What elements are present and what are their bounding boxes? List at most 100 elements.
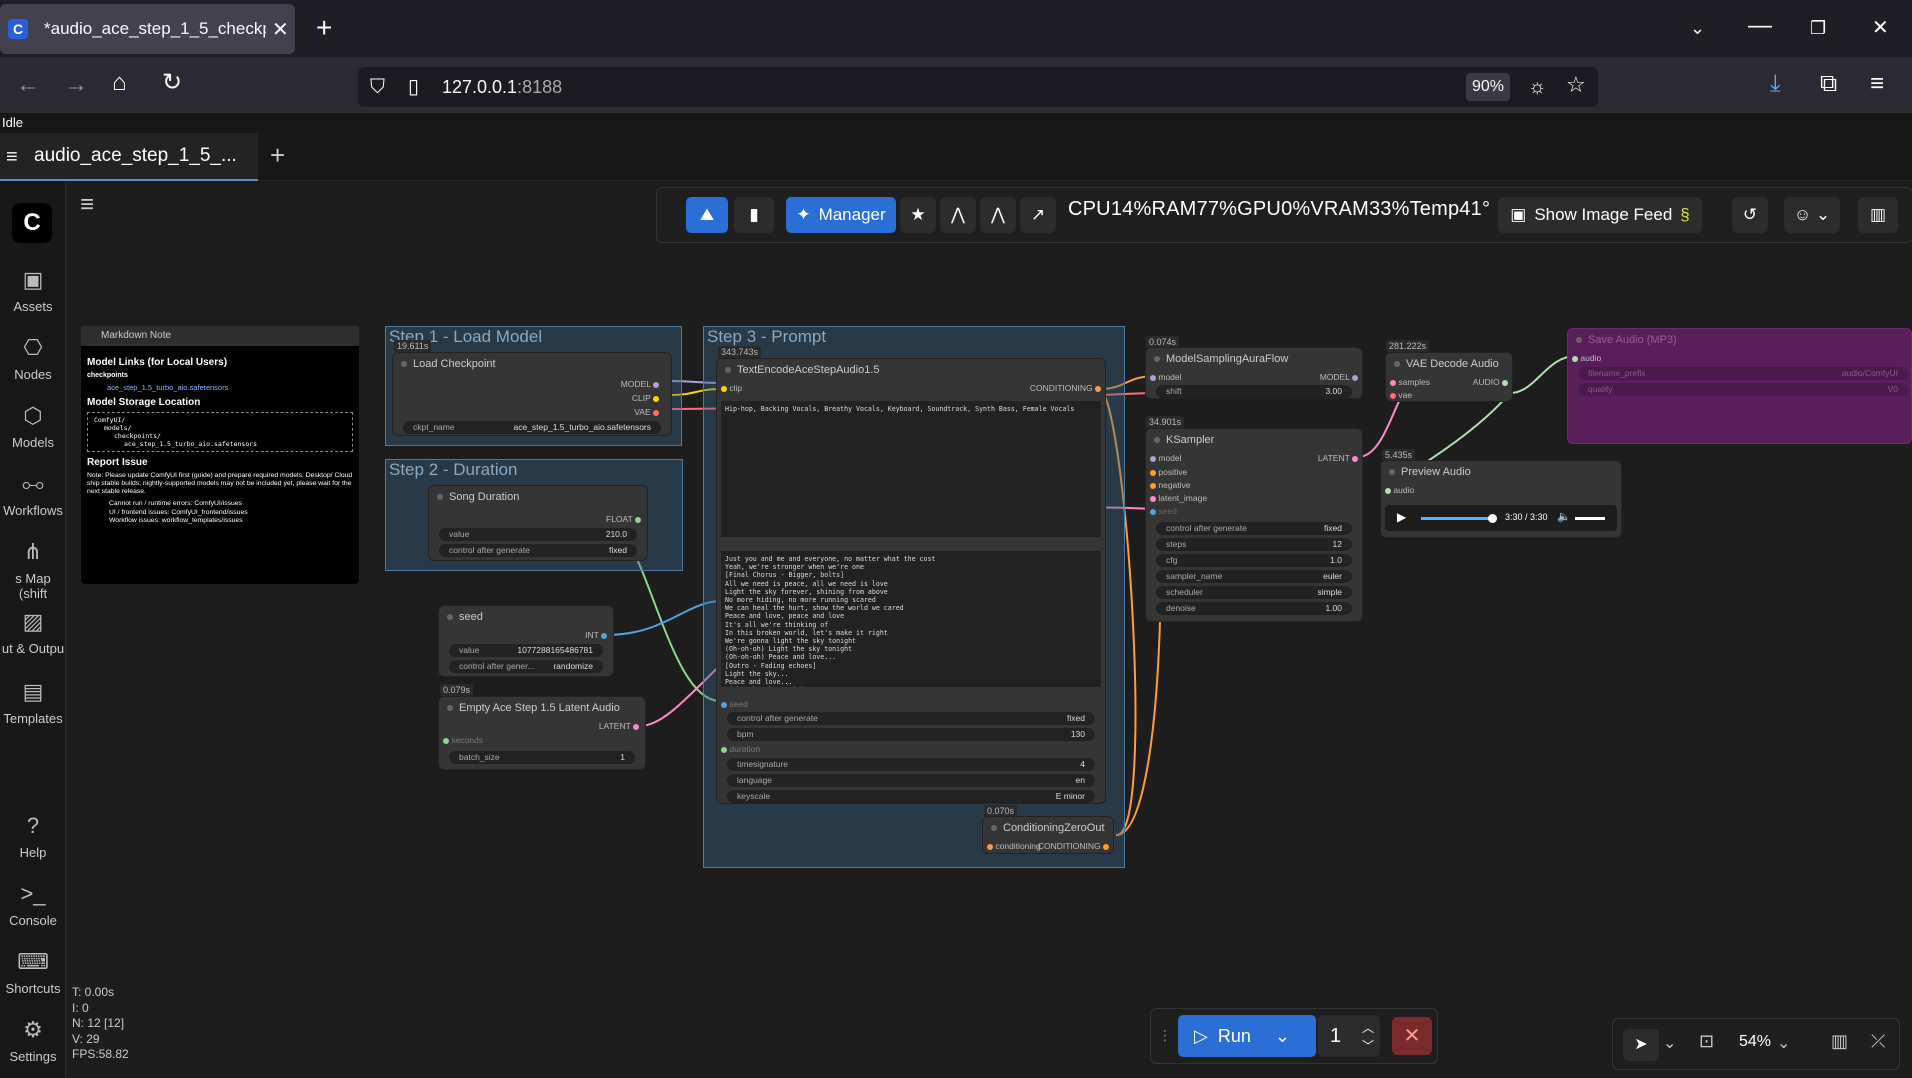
lyrics-textarea[interactable]: Just you and me and everyone, no matter … [721,551,1101,687]
chevron-down-icon[interactable]: ⌄ [1274,1025,1290,1046]
output-audio[interactable]: AUDIO [1473,377,1508,387]
sidebar-item-nodes[interactable]: ⎔Nodes [0,335,66,382]
input-clip[interactable]: clip [721,383,742,393]
tool-a-icon[interactable]: ⋀ [940,197,976,233]
restore-icon[interactable]: ❐ [1810,18,1827,38]
sidebar-item-console[interactable]: >_Console [0,881,66,928]
app-menu-icon[interactable]: ≡ [1870,70,1885,97]
vae-decode-node[interactable]: VAE Decode Audio samples vae AUDIO [1385,352,1513,402]
output-vae[interactable]: VAE [634,407,659,417]
preview-audio-node[interactable]: Preview Audio audio ▶ 3:30 / 3:30 🔈 [1380,460,1622,538]
shield-icon[interactable]: ⛉ [370,76,385,98]
workflow-tab[interactable]: ≡ audio_ace_step_1_5_... [0,133,258,181]
star-icon[interactable]: ★ [900,197,936,233]
chevron-down-icon[interactable]: ⌄ [1777,1035,1791,1052]
increment-icon[interactable]: ︿ [1361,1021,1374,1035]
bookmark-star-icon[interactable]: ☆ [1566,72,1586,97]
list-tabs-icon[interactable]: ⌄ [1690,18,1706,38]
ksampler-node[interactable]: KSampler model LATENT positive negative … [1145,428,1363,622]
sidebar-item-templates[interactable]: ▤Templates [0,679,66,726]
comfy-logo-icon[interactable]: C [12,203,52,243]
output-latent[interactable]: LATENT [599,721,639,731]
sidebar-item-assets[interactable]: ▣Assets [0,267,66,314]
chevron-down-icon[interactable]: ⌄ [1663,1035,1677,1052]
close-tab-icon[interactable]: ✕ [272,18,289,41]
volume-slider[interactable] [1575,517,1605,520]
show-image-feed-button[interactable]: ▣Show Image Feed§ [1498,197,1702,233]
back-icon[interactable]: ← [16,71,40,98]
seed-control-widget[interactable]: control after gener...randomize [449,660,603,673]
sidebar-item-node-map[interactable]: ⋔s Map (shift [0,539,66,601]
input-negative[interactable]: negative [1150,480,1191,490]
run-button[interactable]: ▷ Run ⌄ [1178,1015,1316,1057]
progress-handle[interactable] [1488,514,1497,523]
sidebar-item-settings[interactable]: ⚙Settings [0,1017,66,1064]
page-zoom-badge[interactable]: 90% [1466,73,1510,101]
input-samples[interactable]: samples [1390,377,1430,387]
output-conditioning[interactable]: CONDITIONING [1038,841,1109,851]
input-seed[interactable]: seed [721,699,748,709]
input-audio[interactable]: audio [1572,353,1601,363]
audio-progress[interactable] [1421,517,1491,520]
fingerprint-icon[interactable]: ☼ [1528,76,1547,98]
audio-player[interactable]: ▶ 3:30 / 3:30 🔈 [1385,505,1617,531]
url-text[interactable]: 127.0.0.1:8188 [442,77,562,98]
canvas-zoom[interactable]: 54% [1739,1033,1772,1050]
tab-menu-icon[interactable]: ≡ [6,146,18,168]
comfy-registry-icon[interactable]: ⛰ [686,197,728,233]
input-model[interactable]: model [1150,372,1182,382]
input-seconds[interactable]: seconds [443,735,483,745]
select-tool-icon[interactable]: ➤ [1623,1029,1659,1061]
toggle-panel-icon[interactable]: ▥ [1858,197,1898,233]
input-latent-image[interactable]: latent_image [1150,493,1207,503]
browser-tab[interactable]: C *audio_ace_step_1_5_checkpoint ✕ [0,4,295,54]
output-latent[interactable]: LATENT [1318,453,1358,463]
output-int[interactable]: INT [585,630,607,640]
share-icon[interactable]: ↗ [1020,197,1056,233]
output-clip[interactable]: CLIP [632,393,659,403]
conditioning-zero-out-node[interactable]: ConditioningZeroOut conditioning CONDITI… [982,816,1114,854]
text-encode-node[interactable]: TextEncodeAceStepAudio1.5 clip CONDITION… [716,358,1106,804]
model-link[interactable]: ace_step_1.5_turbo_aio.safetensors [107,383,229,392]
sidebar-item-shortcuts[interactable]: ⌨Shortcuts [0,949,66,996]
hide-links-icon[interactable]: ⤫ [1871,1031,1886,1051]
empty-latent-node[interactable]: Empty Ace Step 1.5 Latent Audio LATENT s… [438,696,646,770]
input-seed[interactable]: seed [1150,506,1177,516]
new-workflow-icon[interactable]: + [270,140,286,170]
window-close-icon[interactable]: ✕ [1872,17,1889,39]
input-model[interactable]: model [1150,453,1182,463]
input-positive[interactable]: positive [1150,467,1187,477]
output-model[interactable]: MODEL [621,379,659,389]
home-icon[interactable]: ⌂ [112,69,127,96]
tool-b-icon[interactable]: ⋀ [980,197,1016,233]
forward-icon[interactable]: → [64,71,88,98]
input-audio[interactable]: audio [1385,485,1414,495]
sidebar-item-workflows[interactable]: ⧟Workflows [0,471,66,518]
sidebar-item-input-output[interactable]: ▨ut & Outpu [0,609,66,656]
minimize-icon[interactable]: — [1748,12,1772,39]
decrement-icon[interactable]: ﹀ [1361,1039,1374,1053]
history-icon[interactable]: ↺ [1732,197,1768,233]
markdown-note-node[interactable]: Markdown Note Model Links (for Local Use… [81,326,359,584]
sidebar-item-models[interactable]: ⬡Models [0,403,66,450]
volume-icon[interactable]: 🔈 [1557,511,1571,523]
output-conditioning[interactable]: CONDITIONING [1030,383,1101,393]
